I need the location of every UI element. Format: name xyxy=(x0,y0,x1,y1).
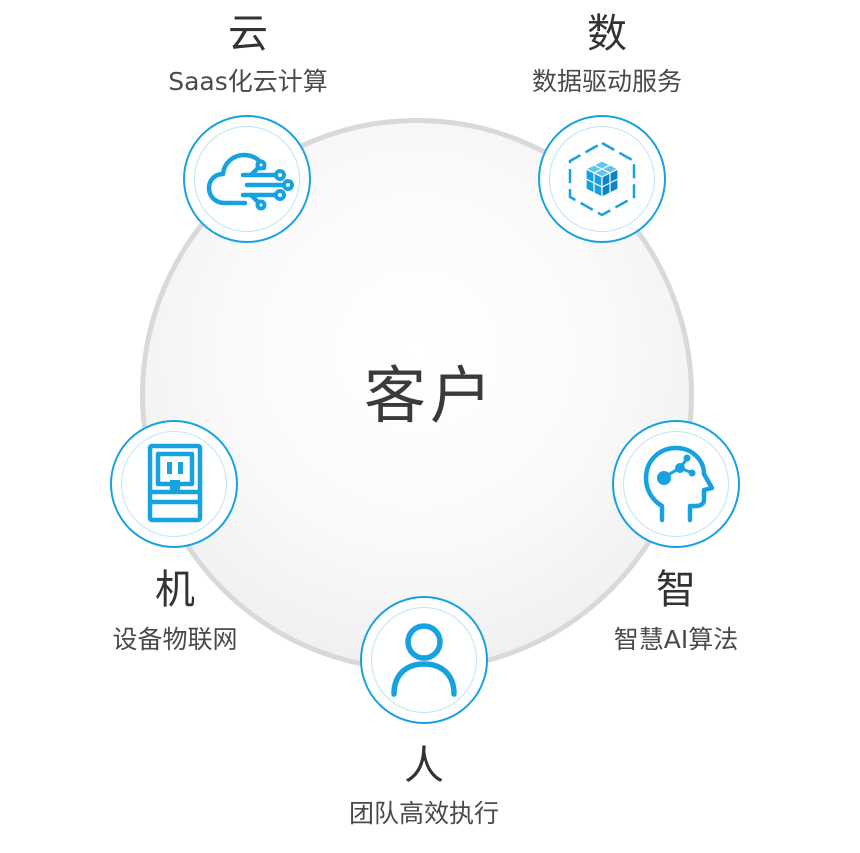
people-node xyxy=(360,596,488,724)
cloud-network-icon xyxy=(206,152,294,211)
ai-subtitle: 智慧AI算法 xyxy=(613,625,739,654)
data-title: 数 xyxy=(587,11,627,57)
person-icon xyxy=(391,623,457,697)
data-node xyxy=(538,115,666,243)
cloud-subtitle: Saas化云计算 xyxy=(168,67,328,96)
ai-head-icon xyxy=(643,445,715,523)
people-title: 人 xyxy=(404,743,444,789)
ai-title: 智 xyxy=(656,567,696,613)
cloud-node xyxy=(183,115,311,243)
data-subtitle: 数据驱动服务 xyxy=(531,67,682,96)
ai-node xyxy=(612,420,740,548)
water-dispenser-icon xyxy=(147,443,203,523)
data-cube-icon xyxy=(568,141,636,217)
device-subtitle: 设备物联网 xyxy=(112,625,238,654)
device-title: 机 xyxy=(155,567,195,613)
people-subtitle: 团队高效执行 xyxy=(348,799,499,828)
device-node xyxy=(110,420,238,548)
center-label: 客户 xyxy=(363,359,496,432)
cloud-title: 云 xyxy=(228,11,268,57)
